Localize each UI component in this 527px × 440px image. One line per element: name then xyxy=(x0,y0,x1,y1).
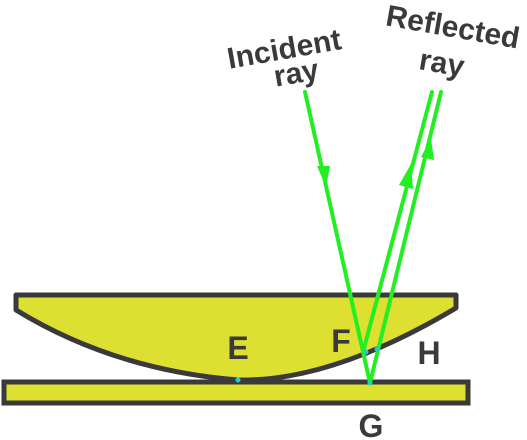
reflected-ray-from-g-arrow xyxy=(421,138,434,160)
point-h-label: H xyxy=(417,335,440,371)
point-f-label: F xyxy=(331,323,351,359)
reflection-point-h xyxy=(374,346,380,352)
incident-ray xyxy=(303,90,372,385)
glass-plate xyxy=(1,379,471,406)
point-g-label: G xyxy=(359,408,384,440)
reflection-point-g xyxy=(367,380,373,386)
reflected-ray-from-f-arrow xyxy=(399,164,413,189)
reflected-ray-label-line2: ray xyxy=(417,43,467,83)
point-e-label: E xyxy=(227,330,248,366)
incident-ray-label-line2: ray xyxy=(271,53,321,93)
reflected-ray-from-f xyxy=(361,90,434,354)
reflected-ray-from-g xyxy=(368,90,443,385)
reflected-ray-label-line1: Reflected xyxy=(383,0,522,55)
contact-point-e xyxy=(235,377,241,383)
reflection-point-f xyxy=(363,349,369,355)
incident-ray-arrow xyxy=(317,166,330,187)
